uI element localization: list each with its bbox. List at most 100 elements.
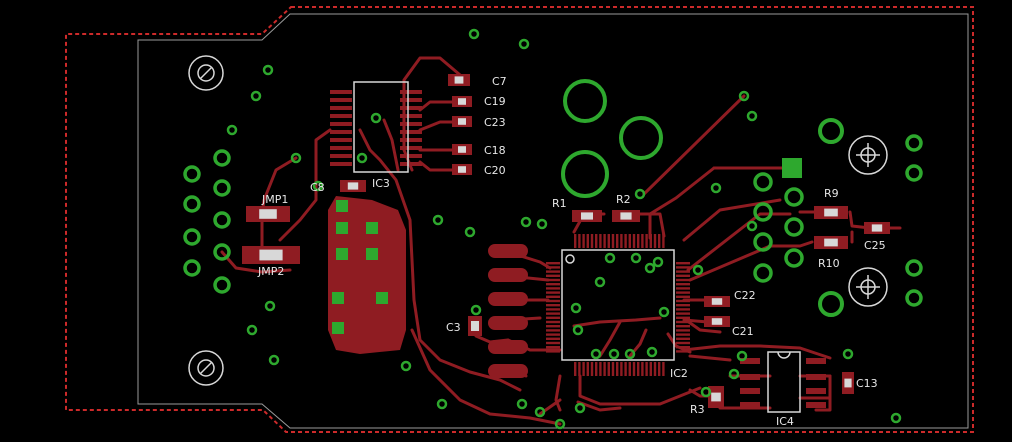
via bbox=[370, 112, 382, 124]
ic2-pin bbox=[582, 362, 585, 376]
ic2-pin bbox=[653, 234, 657, 248]
ic2-pin bbox=[546, 266, 560, 269]
ic2-pin bbox=[620, 362, 623, 376]
ic2-pin bbox=[676, 320, 690, 324]
ic2-pin bbox=[676, 333, 690, 336]
smd-body bbox=[458, 118, 466, 125]
silk-c3 bbox=[468, 316, 482, 336]
ic4 bbox=[740, 351, 826, 413]
ic2-pin bbox=[546, 316, 560, 319]
via bbox=[436, 398, 448, 410]
via bbox=[736, 350, 748, 362]
ic2-pin bbox=[578, 362, 581, 376]
board-outline bbox=[65, 6, 974, 433]
label-c8: C8 bbox=[310, 181, 325, 194]
ic3-pads bbox=[330, 90, 422, 166]
ic2-pin bbox=[653, 362, 657, 376]
ic2-pin bbox=[595, 362, 598, 376]
ic2-pin bbox=[546, 350, 560, 353]
ic2-pin bbox=[546, 337, 560, 340]
ic2-pin bbox=[658, 234, 661, 248]
ic2-pin bbox=[676, 295, 690, 298]
label-r3: R3 bbox=[690, 403, 705, 416]
ic2-pin bbox=[676, 329, 690, 332]
ic2-pin bbox=[645, 362, 648, 376]
ic2-pin bbox=[546, 304, 560, 307]
via bbox=[262, 64, 274, 76]
ic2-pin bbox=[676, 274, 690, 277]
via bbox=[746, 110, 758, 122]
ic2-pin bbox=[676, 262, 690, 265]
ic2-pin bbox=[574, 362, 577, 376]
ic2-pin bbox=[637, 234, 640, 248]
label-c19: C19 bbox=[484, 95, 506, 108]
ic2-pads bbox=[546, 234, 690, 376]
label-r1: R1 bbox=[552, 197, 567, 210]
via bbox=[264, 300, 276, 312]
via bbox=[608, 348, 620, 360]
via bbox=[250, 90, 262, 102]
via bbox=[594, 276, 606, 288]
ic2-pin bbox=[574, 234, 577, 248]
smd-body bbox=[259, 209, 277, 219]
label-ic4: IC4 bbox=[776, 415, 794, 428]
label-c23: C23 bbox=[484, 116, 506, 129]
ic2-pin bbox=[658, 362, 661, 376]
ic2-pin bbox=[676, 304, 690, 307]
via bbox=[652, 256, 664, 268]
ic2-pin bbox=[624, 362, 627, 376]
via bbox=[604, 252, 616, 264]
ic2-pin bbox=[637, 362, 640, 376]
via bbox=[290, 152, 302, 164]
via bbox=[646, 346, 658, 358]
via bbox=[624, 348, 636, 360]
ic2-pin bbox=[676, 278, 690, 282]
label-c21: C21 bbox=[732, 325, 754, 338]
large-through-holes bbox=[561, 79, 844, 317]
label-c3: C3 bbox=[446, 321, 461, 334]
ic2-pin bbox=[546, 333, 560, 336]
ic2-pin bbox=[676, 341, 690, 345]
ic2-pin bbox=[603, 234, 606, 248]
via bbox=[738, 90, 750, 102]
via bbox=[572, 324, 584, 336]
ic2-pin bbox=[662, 234, 665, 248]
ic2-pin bbox=[676, 350, 690, 353]
ic2-pin bbox=[546, 299, 560, 303]
ic2-pin bbox=[599, 234, 602, 248]
mount-hole-right-bottom bbox=[848, 267, 888, 307]
smd-body bbox=[458, 146, 466, 153]
via bbox=[842, 348, 854, 360]
via bbox=[746, 220, 758, 232]
ic2-pin bbox=[676, 346, 690, 349]
via bbox=[432, 214, 444, 226]
ic2-pin bbox=[676, 287, 690, 290]
via bbox=[464, 226, 476, 238]
ic2-pin bbox=[632, 362, 636, 376]
smd-body bbox=[711, 298, 723, 305]
ic2-pin bbox=[649, 362, 652, 376]
ic2-outline bbox=[561, 249, 675, 361]
via bbox=[520, 216, 532, 228]
via bbox=[554, 418, 566, 430]
via bbox=[312, 180, 324, 192]
via bbox=[710, 182, 722, 194]
ic2-pin bbox=[649, 234, 652, 248]
label-c7: C7 bbox=[492, 75, 507, 88]
mount-hole-right-top bbox=[848, 135, 888, 175]
smd-body bbox=[581, 212, 593, 220]
ic2-pin bbox=[676, 270, 690, 273]
ic2-pin bbox=[595, 234, 598, 248]
ic2-pin bbox=[546, 274, 560, 277]
copper-traces bbox=[220, 56, 902, 426]
label-c18: C18 bbox=[484, 144, 506, 157]
ic2-pin bbox=[641, 362, 644, 376]
smd-body bbox=[711, 318, 723, 325]
ic2-pin bbox=[676, 266, 690, 269]
via bbox=[268, 354, 280, 366]
ic2-pin bbox=[607, 362, 610, 376]
ic2-pin bbox=[546, 278, 560, 282]
ic2-pin bbox=[546, 312, 560, 315]
copper-pour bbox=[328, 196, 406, 354]
